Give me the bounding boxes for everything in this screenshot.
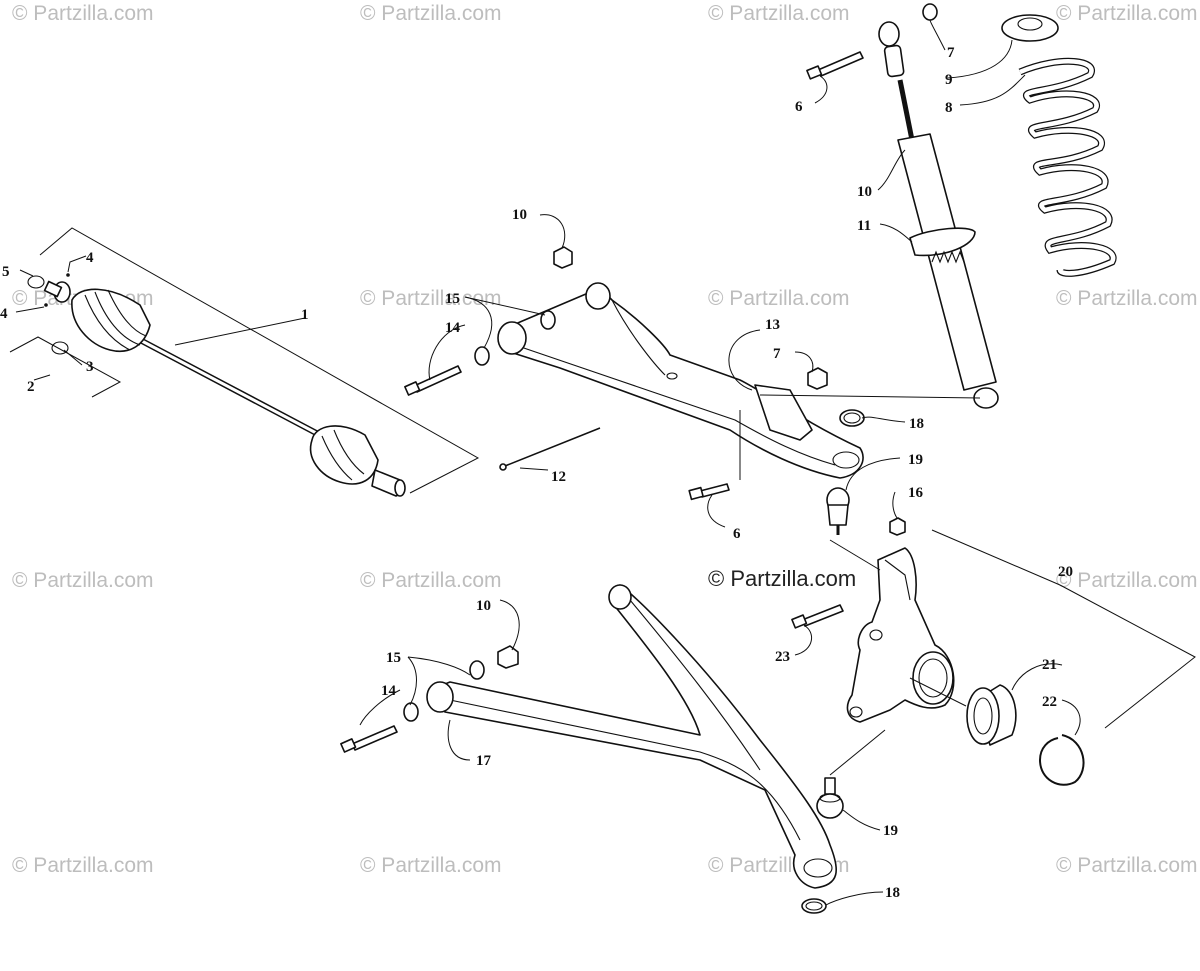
clip-ring [27,275,45,289]
watermark-text: © Partzilla.com [1056,569,1198,592]
snap-ring [801,898,827,914]
nut [889,517,906,536]
bolt [340,725,398,753]
callout-1: 1 [301,307,309,323]
watermark-text: © Partzilla.com [12,569,154,592]
callout-labels: 1 2 3 4 4 5 6 6 7 7 8 9 10 10 10 11 12 1… [0,45,1073,901]
callout-9: 9 [945,72,953,88]
bolt [791,604,844,629]
callout-15: 15 [386,650,401,666]
watermark-grid: © Partzilla.com © Partzilla.com © Partzi… [12,2,1198,877]
callout-3: 3 [86,359,94,375]
callout-4: 4 [86,250,94,266]
watermark-text: © Partzilla.com [708,287,850,310]
callout-12: 12 [551,469,566,485]
callout-20: 20 [1058,564,1073,580]
callout-15: 15 [445,291,460,307]
watermark-text: © Partzilla.com [360,287,502,310]
watermark-text: © Partzilla.com [1056,287,1198,310]
callout-5: 5 [2,264,10,280]
watermark-text: © Partzilla.com [12,854,154,877]
ball-joint [826,487,850,535]
watermark-text: © Partzilla.com [360,854,502,877]
nut [807,367,828,390]
watermark-text: © Partzilla.com [708,2,850,25]
lower-a-arm [426,584,837,889]
callout-10: 10 [512,207,527,223]
leader-lines [15,19,1081,906]
callout-22: 22 [1042,694,1057,710]
callout-7: 7 [947,45,955,61]
callout-10: 10 [857,184,872,200]
callout-4: 4 [0,306,8,322]
callout-13: 13 [765,317,780,333]
center-watermark: © Partzilla.com [708,566,856,591]
callout-18: 18 [885,885,900,901]
callout-19: 19 [883,823,898,839]
bolt [404,365,462,396]
callout-8: 8 [945,100,953,116]
callout-14: 14 [445,320,461,336]
clip-ring [51,341,69,355]
shock-absorber [878,21,999,409]
wheel-bearing [966,684,1017,746]
callout-19: 19 [908,452,923,468]
watermark-text: © Partzilla.com [360,2,502,25]
watermark-text: © Partzilla.com [1056,854,1198,877]
snap-ring [1038,734,1085,786]
callout-17: 17 [476,753,492,769]
callout-6: 6 [795,99,803,115]
nut [497,645,519,669]
nut [553,246,573,269]
bolt [806,51,864,80]
callout-14: 14 [381,683,397,699]
steering-knuckle [846,547,955,723]
callout-18: 18 [909,416,924,432]
watermark-text: © Partzilla.com [12,2,154,25]
coil-spring [1001,14,1117,277]
callout-23: 23 [775,649,790,665]
callout-16: 16 [908,485,924,501]
callout-10: 10 [476,598,491,614]
callout-6: 6 [733,526,741,542]
callout-2: 2 [27,379,35,395]
callout-7: 7 [773,346,781,362]
watermark-text: © Partzilla.com [360,569,502,592]
drive-axle [27,273,406,497]
ball-joint [816,777,844,819]
callout-11: 11 [857,218,871,234]
bolt [688,483,730,501]
upper-a-arm [497,282,864,479]
callout-21: 21 [1042,657,1057,673]
watermark-text: © Partzilla.com [1056,2,1198,25]
